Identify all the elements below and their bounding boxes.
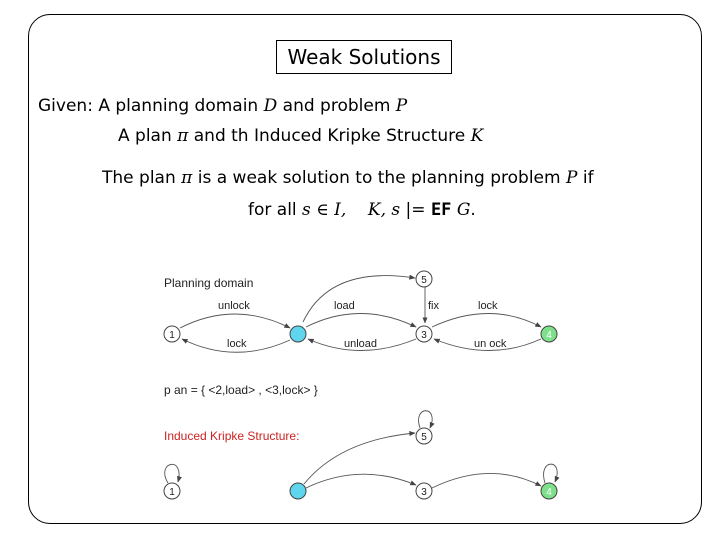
k-node-3 xyxy=(415,482,433,500)
label-lock: lock xyxy=(227,338,247,350)
node-2 xyxy=(289,325,307,343)
k-loop-1 xyxy=(164,464,182,484)
node-5-label: 5 xyxy=(421,275,427,286)
node-3 xyxy=(415,325,433,343)
def-text-d: for all xyxy=(248,200,303,220)
k-loop-5 xyxy=(418,410,435,429)
given-line-2: A plan π and th Induced Kripke Structure… xyxy=(118,126,483,146)
slide-title: Weak Solutions xyxy=(276,40,452,74)
node-1-label: 1 xyxy=(169,330,175,341)
def-period: . xyxy=(470,200,476,220)
domain-label: Planning domain xyxy=(164,276,253,290)
given-text-c: A plan xyxy=(118,126,178,146)
node-5 xyxy=(415,270,433,288)
kripke-label: Induced Kripke Structure: xyxy=(164,429,299,443)
k-edge-3-4 xyxy=(431,473,542,489)
plan-text: p an = { <2,load> , <3,lock> } xyxy=(164,383,318,397)
node-3-label: 3 xyxy=(421,330,427,341)
def-models: |= xyxy=(400,200,431,220)
symbol-P: P xyxy=(395,96,408,116)
k-node-2 xyxy=(289,482,307,500)
def-EF: EF xyxy=(430,200,452,220)
k-loop-4 xyxy=(543,463,560,484)
edge-4-3-unlock xyxy=(433,338,542,351)
symbol-pi: π xyxy=(177,126,189,146)
def-symbol-pi: π xyxy=(181,168,193,188)
definition-line-1: The plan π is a weak solution to the pla… xyxy=(102,168,594,188)
label-unlock: unlock xyxy=(218,300,250,312)
given-line-1: Given: A planning domain D and problem P xyxy=(38,96,407,116)
k-node-1 xyxy=(163,482,181,500)
def-text-b: is a weak solution to the planning probl… xyxy=(192,168,566,188)
label-unload: unload xyxy=(344,338,377,350)
k-node-5-label: 5 xyxy=(421,432,427,443)
edge-3-4-lock xyxy=(431,313,542,328)
k-node-4 xyxy=(540,482,558,500)
edge-2-3-load xyxy=(305,313,417,328)
def-symbol-s-in-I: s ∈ I, xyxy=(302,200,347,220)
symbol-K: K xyxy=(470,126,484,146)
edge-2-5 xyxy=(302,274,416,323)
label-load: load xyxy=(334,300,355,312)
given-label: Given: xyxy=(38,96,93,116)
node-4-label: 4 xyxy=(546,330,552,341)
def-symbol-P: P xyxy=(565,168,578,188)
edge-1-2-unlock xyxy=(179,313,291,329)
k-node-3-label: 3 xyxy=(421,487,427,498)
label-lock-right: lock xyxy=(478,300,498,312)
def-symbol-K-s: K, s xyxy=(367,200,401,220)
def-symbol-G: G xyxy=(456,200,471,220)
given-text-d: and th Induced Kripke Structure xyxy=(188,126,471,146)
k-edge-2-3 xyxy=(305,473,417,489)
def-text-c: if xyxy=(577,168,594,188)
def-text-a: The plan xyxy=(102,168,182,188)
node-1 xyxy=(163,325,181,343)
k-node-5 xyxy=(415,427,433,445)
k-edge-2-5 xyxy=(303,431,416,485)
slide-frame xyxy=(28,14,702,524)
node-4 xyxy=(540,325,558,343)
label-fix: fix xyxy=(428,300,440,312)
edge-3-2-unload xyxy=(307,338,417,351)
label-unlock-right: un ock xyxy=(474,338,507,350)
symbol-D: D xyxy=(263,96,278,116)
given-text-b: and problem xyxy=(277,96,396,116)
k-node-1-label: 1 xyxy=(169,487,175,498)
k-node-4-label: 4 xyxy=(546,487,552,498)
definition-line-2: for all s ∈ I, K, s |= EF G. xyxy=(248,200,476,220)
given-text-a: A planning domain xyxy=(98,96,264,116)
edge-2-1-lock xyxy=(181,338,291,353)
